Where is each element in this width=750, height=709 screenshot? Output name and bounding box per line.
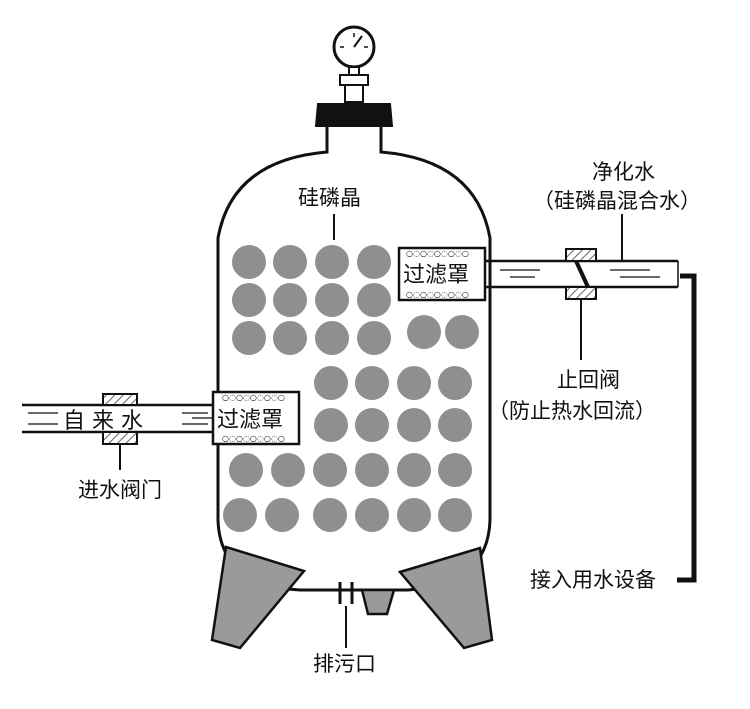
leg-left [210, 545, 307, 650]
drain-bracket [360, 588, 396, 616]
tank-cap [314, 103, 394, 127]
purified-water-note: （硅磷晶混合水） [533, 189, 701, 213]
svg-text:○◌○◌○◌○◌○: ○◌○◌○◌○◌○ [222, 434, 285, 443]
pressure-gauge-icon [332, 25, 376, 103]
filter-top-label: 过滤罩 [403, 263, 469, 288]
equipment-connector [677, 273, 697, 583]
inlet-valve-label: 进水阀门 [78, 478, 162, 502]
check-valve-icon[interactable] [565, 248, 597, 360]
leg-right [397, 546, 494, 650]
check-valve-note: （防止热水回流） [488, 399, 656, 423]
drain-label: 排污口 [313, 652, 376, 676]
check-valve-label: 止回阀 [557, 368, 620, 392]
filter-left: ○◌○◌○◌○◌○ ○◌○◌○◌○◌○ [211, 390, 301, 446]
equipment-label: 接入用水设备 [530, 568, 656, 592]
crystal-balls [223, 245, 479, 532]
drain-outlet [338, 582, 354, 648]
svg-text:○◌○◌○◌○◌○: ○◌○◌○◌○◌○ [406, 290, 469, 299]
tap-water-label: 自 来 水 [63, 409, 143, 434]
crystal-label: 硅磷晶 [298, 186, 361, 210]
filter-top: ○◌○◌○◌○◌○ ○◌○◌○◌○◌○ [397, 246, 487, 302]
filter-left-label: 过滤罩 [217, 408, 283, 433]
purified-water-label: 净化水 [592, 160, 655, 184]
svg-text:○◌○◌○◌○◌○: ○◌○◌○◌○◌○ [406, 249, 469, 258]
tank-body [216, 126, 492, 592]
valve-icon[interactable] [102, 393, 138, 470]
svg-text:○◌○◌○◌○◌○: ○◌○◌○◌○◌○ [222, 393, 285, 402]
